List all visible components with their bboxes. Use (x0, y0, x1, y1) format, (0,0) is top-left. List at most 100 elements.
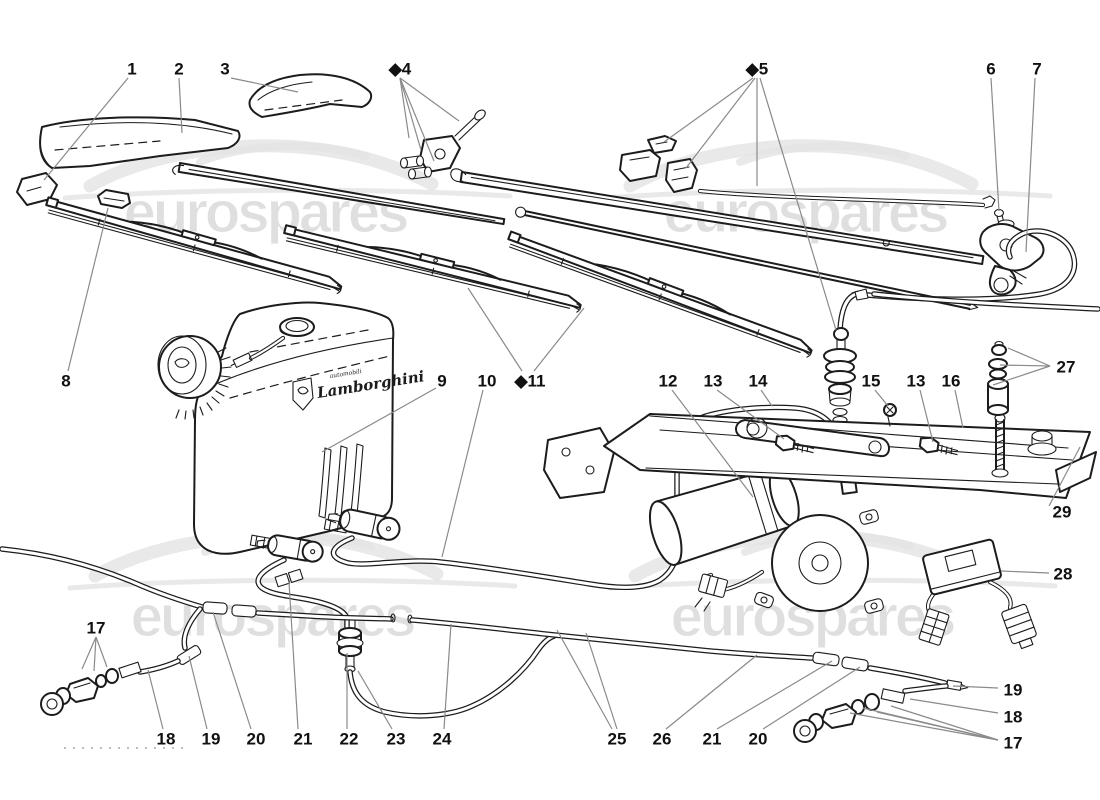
blade-adapter (97, 189, 131, 209)
part-label-3: 3 (220, 60, 229, 79)
part-label-18R: 18 (1004, 708, 1023, 727)
part-label-21L: 21 (294, 730, 313, 749)
left-nozzle-branch-hose (182, 607, 202, 650)
leader-line-25 (585, 632, 618, 730)
part-label-4: ◆4 (388, 60, 412, 79)
washer-reservoir: automobili Lamborghini (157, 301, 426, 555)
left-washer-nozzle (40, 661, 142, 716)
leader-line-18L (147, 669, 164, 730)
hose-end-clip (982, 195, 996, 209)
leader-line-9 (321, 387, 437, 453)
linkage-rod (515, 206, 979, 311)
leader-line-26 (665, 654, 758, 730)
part-label-11: ◆11 (513, 372, 545, 391)
leader-line-1 (43, 77, 129, 181)
leader-line-10 (441, 389, 484, 558)
threaded-stud (991, 413, 1009, 478)
distribution-hose-mid (256, 611, 393, 621)
leader-line-16 (954, 389, 964, 429)
leader-line-6 (990, 77, 1000, 212)
wiper-arm-short (172, 162, 506, 226)
leader-line-4 (399, 77, 422, 151)
leader-line-3 (230, 77, 299, 93)
leader-line-17R (849, 712, 999, 741)
part-label-19R: 19 (1004, 681, 1023, 700)
part-label-17L: 17 (87, 619, 106, 638)
leader-line-13b (919, 389, 934, 443)
inline-connector-pump (274, 568, 304, 588)
distribution-hose-right (410, 618, 814, 660)
part-label-25: 25 (608, 730, 627, 749)
leader-line-17L (95, 636, 108, 668)
part-label-15: 15 (862, 372, 881, 391)
leader-line-27 (999, 364, 1051, 367)
pump-hose-to-valve (256, 558, 349, 629)
wiper-blades (45, 196, 813, 358)
leader-line-2 (178, 77, 183, 134)
part-label-13b: 13 (907, 372, 926, 391)
right-washer-nozzle (793, 679, 969, 743)
bracket-screw-15 (883, 403, 897, 427)
hose-to-right-nozzle (868, 666, 947, 685)
linkage-bracket (543, 340, 1097, 499)
leader-line-24 (443, 623, 452, 730)
leader-line-8 (67, 207, 109, 372)
leader-line-19R (952, 685, 999, 689)
leader-line-19L (188, 655, 208, 730)
part-label-12: 12 (659, 372, 678, 391)
leader-line-17L (93, 636, 97, 672)
hose-barb-fitting (851, 288, 869, 301)
leader-line-17R (876, 711, 999, 741)
part-label-20R: 20 (749, 730, 768, 749)
part-label-16: 16 (942, 372, 961, 391)
inline-connectors-left (202, 601, 257, 618)
leader-line-23 (357, 670, 393, 730)
part-label-26: 26 (653, 730, 672, 749)
leader-line-4 (399, 77, 410, 139)
leader-line-15 (874, 389, 889, 407)
part-label-22: 22 (340, 730, 359, 749)
valve-outlet-hose (348, 634, 556, 718)
leader-line-17L (81, 636, 97, 670)
part-label-19L: 19 (202, 730, 221, 749)
part-label-28: 28 (1054, 565, 1073, 584)
cap-knurling (175, 347, 232, 420)
left-nozzle-hose (138, 659, 180, 674)
leader-line-27 (1007, 347, 1051, 367)
arm-pivot-fasteners (399, 109, 486, 180)
leader-lines (43, 77, 1081, 741)
connector-6pin (918, 608, 950, 646)
part-label-27: 27 (1057, 358, 1076, 377)
leader-line-20R (762, 666, 861, 730)
part-label-2: 2 (174, 60, 183, 79)
leader-line-13a (716, 389, 785, 440)
bracket-screw-left (774, 434, 815, 454)
leader-line-5 (759, 77, 837, 331)
arm-cover-left (39, 116, 241, 169)
wiper-blade-1 (45, 196, 343, 295)
brand-sub-text: automobili (329, 368, 362, 380)
leader-line-18R (909, 698, 999, 714)
part-label-14: 14 (749, 372, 768, 391)
leader-line-5 (685, 77, 756, 169)
leader-line-20L (212, 611, 252, 730)
part-label-9: 9 (437, 372, 446, 391)
part-label-6: 6 (986, 60, 995, 79)
wiper-arm-long (450, 168, 985, 266)
leader-line-27 (992, 365, 1051, 386)
leader-line-11 (467, 287, 523, 372)
leader-line-21R (716, 660, 833, 730)
part-label-1: 1 (127, 60, 136, 79)
inline-connectors-right (812, 651, 869, 672)
leader-line-17R (890, 705, 999, 741)
part-label-17R: 17 (1004, 734, 1023, 753)
part-label-5: ◆5 (745, 60, 769, 79)
leader-line-11 (533, 307, 585, 372)
washer-hose-top (698, 189, 985, 207)
part-label-8: 8 (61, 372, 70, 391)
leader-line-4 (399, 77, 435, 162)
leader-line-28 (1000, 570, 1050, 574)
part-label-20L: 20 (247, 730, 266, 749)
